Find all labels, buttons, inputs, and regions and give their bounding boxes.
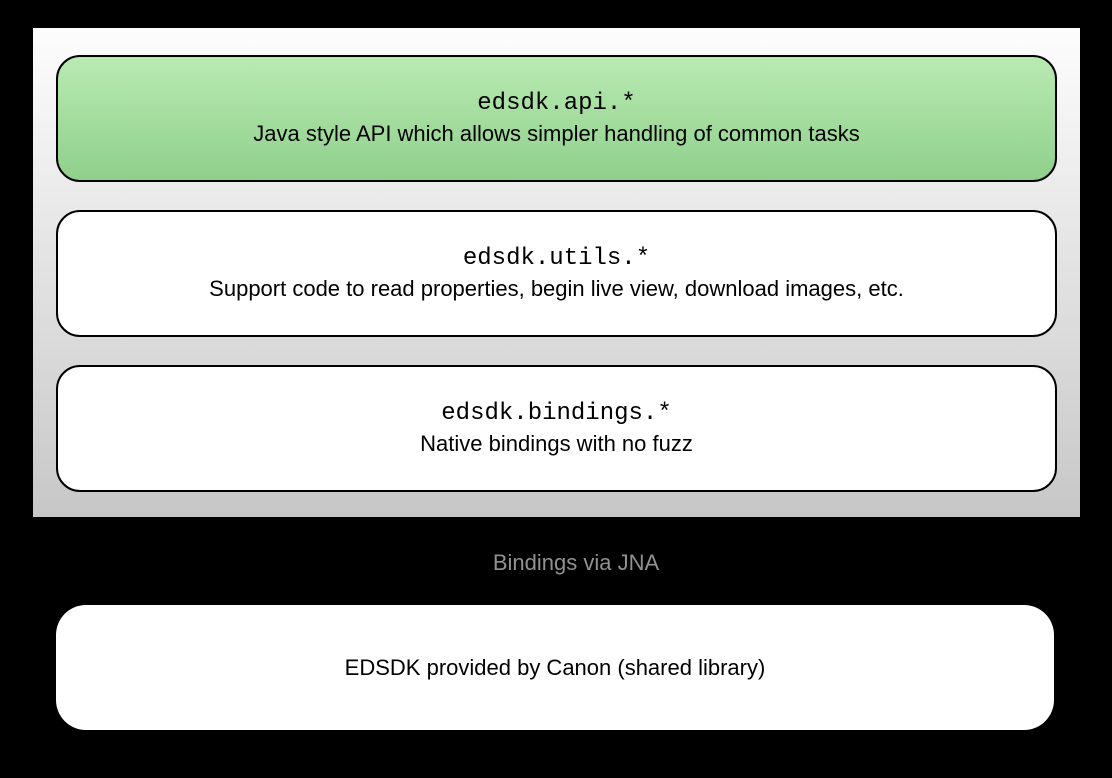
edsdk-native-library-label: EDSDK provided by Canon (shared library) <box>344 654 766 680</box>
layer-edsdk-api-description: Java style API which allows simpler hand… <box>253 120 860 146</box>
layer-edsdk-bindings-description: Native bindings with no fuzz <box>420 430 693 456</box>
layer-edsdk-bindings-title: edsdk.bindings.* <box>441 399 672 427</box>
java-layers-panel: edsdk.api.* Java style API which allows … <box>33 28 1080 517</box>
connector-label-bindings-via-jna: Bindings via JNA <box>492 550 660 575</box>
layer-edsdk-utils-description: Support code to read properties, begin l… <box>209 275 904 301</box>
layer-edsdk-api-title: edsdk.api.* <box>477 89 636 117</box>
layer-edsdk-bindings: edsdk.bindings.* Native bindings with no… <box>56 365 1057 492</box>
layer-edsdk-api: edsdk.api.* Java style API which allows … <box>56 55 1057 182</box>
layer-edsdk-utils-title: edsdk.utils.* <box>462 244 651 272</box>
layer-edsdk-utils: edsdk.utils.* Support code to read prope… <box>56 210 1057 337</box>
edsdk-native-library-box: EDSDK provided by Canon (shared library) <box>56 605 1054 730</box>
